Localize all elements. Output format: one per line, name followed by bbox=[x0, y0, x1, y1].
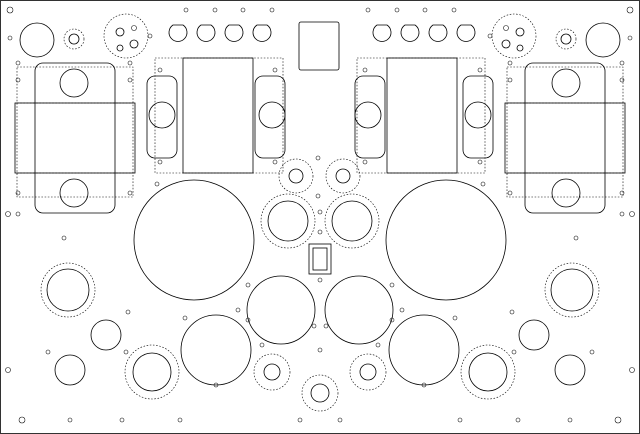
center-tube-sockets bbox=[245, 275, 395, 353]
lower-small-sockets bbox=[253, 353, 387, 412]
center-small-sockets bbox=[278, 155, 361, 199]
left-top-hardware bbox=[6, 6, 275, 59]
lower-power-sockets bbox=[180, 314, 460, 388]
right-transformer bbox=[504, 60, 635, 217]
left-power-transformer bbox=[146, 57, 286, 174]
left-large-capacitor bbox=[133, 179, 255, 301]
right-top-hardware bbox=[365, 6, 634, 59]
center-medium-sockets bbox=[260, 193, 380, 249]
right-pot-row bbox=[372, 24, 476, 42]
center-rect-cutout bbox=[308, 243, 332, 275]
right-lower-group bbox=[337, 262, 635, 424]
right-large-capacitor bbox=[385, 179, 507, 301]
left-lower-group bbox=[5, 262, 303, 424]
left-transformer bbox=[5, 60, 136, 217]
top-center-cutout bbox=[298, 21, 340, 71]
left-pot-row bbox=[168, 24, 272, 42]
right-power-transformer bbox=[354, 57, 494, 174]
